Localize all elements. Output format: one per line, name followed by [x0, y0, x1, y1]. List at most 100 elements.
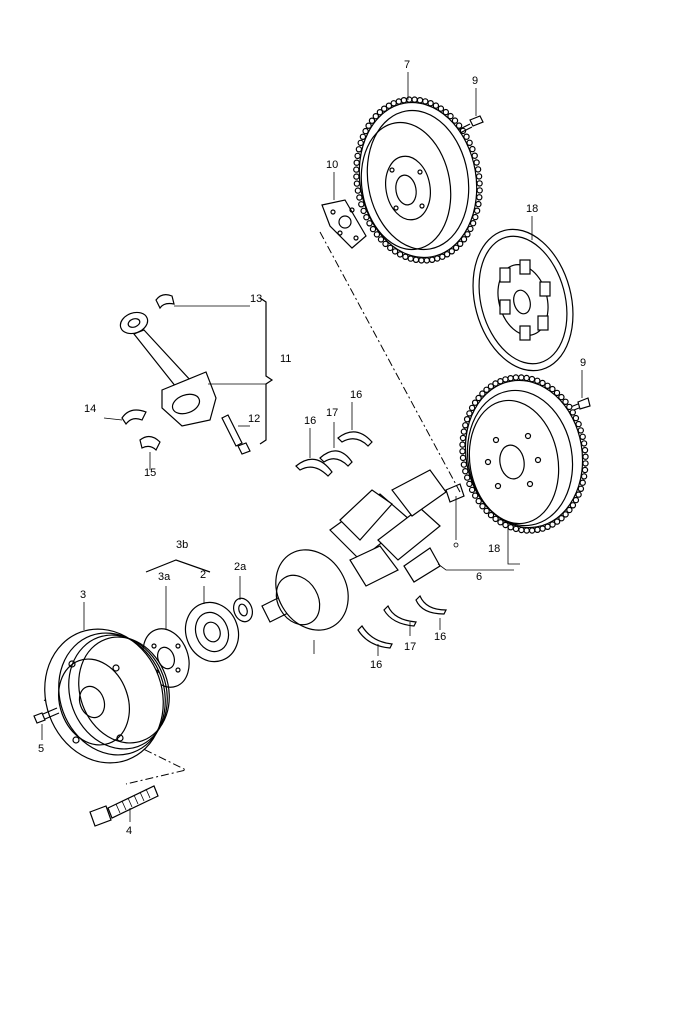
label-13: 13	[250, 293, 262, 305]
gear-tooth	[366, 220, 373, 227]
label-7: 7	[404, 59, 410, 71]
gear-tooth	[487, 511, 495, 519]
flywheel-6-teeth	[459, 374, 589, 534]
gear-tooth	[523, 374, 530, 382]
gear-tooth	[427, 99, 434, 107]
central-bolt-4	[89, 785, 159, 827]
gear-tooth	[572, 414, 580, 422]
gear-tooth	[395, 98, 402, 105]
gear-tooth	[518, 374, 525, 381]
label-3b: 3b	[176, 539, 188, 551]
gear-tooth	[467, 225, 474, 233]
gear-tooth	[353, 173, 360, 180]
gear-tooth	[460, 461, 468, 468]
bearing-shells-14-15	[121, 409, 161, 452]
gear-tooth	[452, 244, 460, 251]
gear-tooth	[356, 194, 363, 201]
gear-tooth	[534, 526, 541, 534]
gear-tooth	[466, 139, 473, 146]
label-9-lower: 9	[580, 357, 586, 369]
label-12: 12	[248, 413, 260, 425]
gear-tooth	[460, 236, 468, 243]
gear-tooth	[466, 410, 473, 417]
gear-tooth	[566, 506, 573, 514]
gear-tooth	[472, 213, 479, 221]
thrust-washers-upper	[295, 431, 373, 477]
gear-tooth	[442, 108, 449, 116]
gear-tooth	[462, 422, 469, 429]
gear-tooth	[459, 441, 466, 448]
gear-tooth	[455, 122, 463, 129]
gear-tooth	[544, 382, 551, 389]
gear-tooth	[575, 420, 582, 428]
gear-tooth	[448, 248, 455, 255]
gear-tooth	[502, 376, 509, 383]
gear-tooth	[416, 96, 424, 104]
label-16-lower-left: 16	[370, 659, 382, 671]
label-18-top: 18	[526, 203, 538, 215]
gear-tooth	[402, 253, 409, 260]
gear-tooth	[459, 448, 466, 455]
gear-tooth	[507, 524, 514, 531]
gear-tooth	[579, 479, 586, 486]
gear-tooth	[572, 496, 580, 504]
gear-tooth	[360, 207, 367, 215]
label-9-top: 9	[472, 75, 478, 87]
vibration-damper-pulley-3	[44, 628, 170, 764]
gear-tooth	[581, 466, 589, 474]
gear-tooth	[476, 187, 483, 194]
gear-tooth	[528, 527, 536, 534]
gear-tooth	[443, 251, 451, 258]
label-15: 15	[144, 467, 156, 479]
axis-line-upper	[319, 231, 461, 493]
thrust-washer-2a	[232, 597, 254, 623]
gear-tooth	[359, 133, 367, 140]
gear-tooth	[476, 180, 483, 187]
gear-tooth	[354, 152, 361, 160]
bracket-3b	[145, 559, 211, 573]
gear-tooth	[353, 166, 360, 173]
gear-tooth	[487, 383, 495, 390]
gear-tooth	[439, 253, 446, 260]
label-2: 2	[200, 569, 206, 581]
leader-lines	[41, 72, 583, 822]
gear-tooth	[512, 525, 520, 533]
label-6: 6	[476, 571, 482, 583]
label-17-upper: 17	[326, 407, 338, 419]
gear-tooth	[581, 446, 589, 454]
label-2a: 2a	[234, 561, 247, 573]
gear-tooth	[575, 491, 582, 498]
gear-tooth	[553, 518, 561, 525]
drive-plate-10	[321, 199, 367, 249]
gear-tooth	[354, 187, 362, 194]
gear-tooth	[475, 497, 482, 505]
gear-tooth	[373, 231, 381, 238]
gear-tooth	[390, 100, 397, 107]
bearing-shell-13	[155, 294, 175, 310]
clutch-disc-18	[472, 228, 574, 372]
flywheel-top	[353, 96, 483, 264]
gear-tooth	[407, 255, 414, 262]
gear-tooth	[368, 117, 376, 124]
gear-tooth	[472, 492, 479, 499]
gear-tooth	[507, 375, 514, 382]
pilot-bearing	[445, 483, 465, 548]
bracket-11	[259, 297, 274, 445]
gear-tooth	[451, 117, 459, 124]
gear-tooth	[528, 375, 536, 383]
dual-mass-flywheel-6	[464, 379, 584, 529]
gear-tooth	[463, 133, 470, 140]
gear-tooth	[582, 460, 589, 467]
gear-tooth	[418, 257, 425, 264]
gear-tooth	[362, 127, 369, 135]
gear-tooth	[580, 440, 588, 447]
gear-tooth	[473, 207, 481, 214]
gear-tooth	[363, 213, 370, 221]
gear-tooth	[377, 236, 385, 243]
gear-tooth	[549, 521, 556, 528]
gear-tooth	[468, 404, 476, 412]
gear-tooth	[483, 386, 490, 393]
gear-tooth	[558, 515, 565, 522]
gear-tooth	[475, 394, 482, 402]
